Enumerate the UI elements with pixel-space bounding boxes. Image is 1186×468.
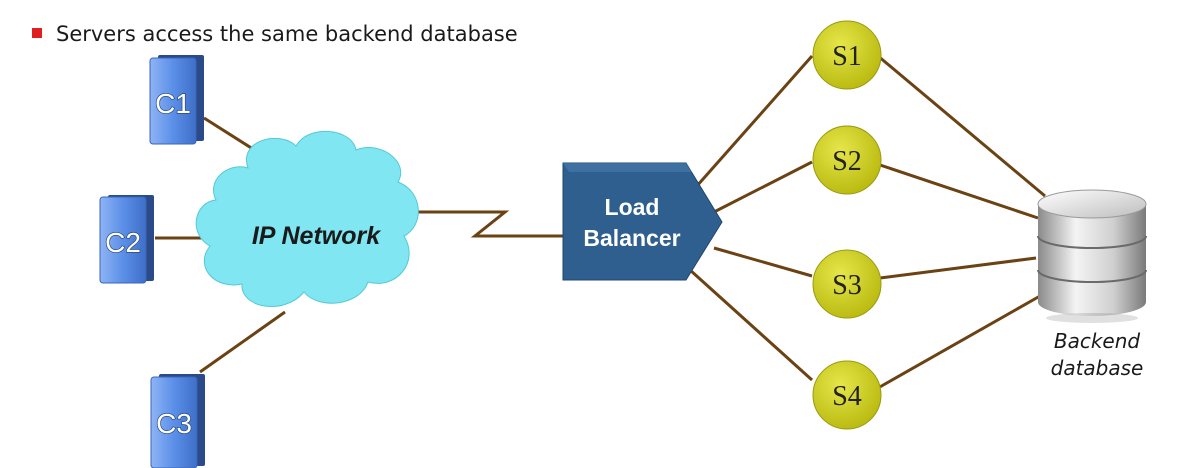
link-s1-db <box>877 54 1046 198</box>
link-s2-db <box>879 163 1039 220</box>
server-label-s1: S1 <box>832 41 862 72</box>
database-label-line2: database <box>1051 356 1144 380</box>
link-lb-s1 <box>694 55 814 188</box>
client-label-c3: C3 <box>156 408 192 439</box>
link-network-load-balancer <box>412 210 563 238</box>
connections <box>155 54 1046 390</box>
link-s4-db <box>877 294 1041 390</box>
server-s2: S2 <box>812 125 882 195</box>
lb-label-line1: Load <box>605 194 660 220</box>
link-s3-db <box>879 256 1037 280</box>
bullet-text: Servers access the same backend database <box>56 22 518 46</box>
ip-network-cloud: IP Network <box>195 131 419 307</box>
link-c3-network <box>199 310 286 374</box>
server-s3: S3 <box>812 249 882 319</box>
database-label-line1: Backend <box>1054 329 1141 353</box>
server-s1: S1 <box>812 20 882 90</box>
client-c1: C1 <box>149 55 204 145</box>
client-label-c1: C1 <box>155 88 191 119</box>
database-cylinder-icon <box>1037 189 1147 323</box>
link-lb-s3 <box>713 246 813 278</box>
server-label-s2: S2 <box>832 146 862 177</box>
load-balancer: Load Balancer <box>562 162 723 281</box>
link-lb-s4 <box>688 268 814 382</box>
bullet-marker <box>32 28 42 38</box>
network-label: IP Network <box>252 222 381 250</box>
cloud-icon <box>195 131 419 307</box>
server-label-s3: S3 <box>832 270 862 301</box>
client-label-c2: C2 <box>105 227 141 258</box>
server-s4: S4 <box>812 360 882 430</box>
link-lb-s2 <box>713 160 813 214</box>
server-label-s4: S4 <box>832 381 862 412</box>
client-c2: C2 <box>99 195 154 284</box>
client-c3: C3 <box>150 374 205 468</box>
lb-label-line2: Balancer <box>583 225 680 251</box>
